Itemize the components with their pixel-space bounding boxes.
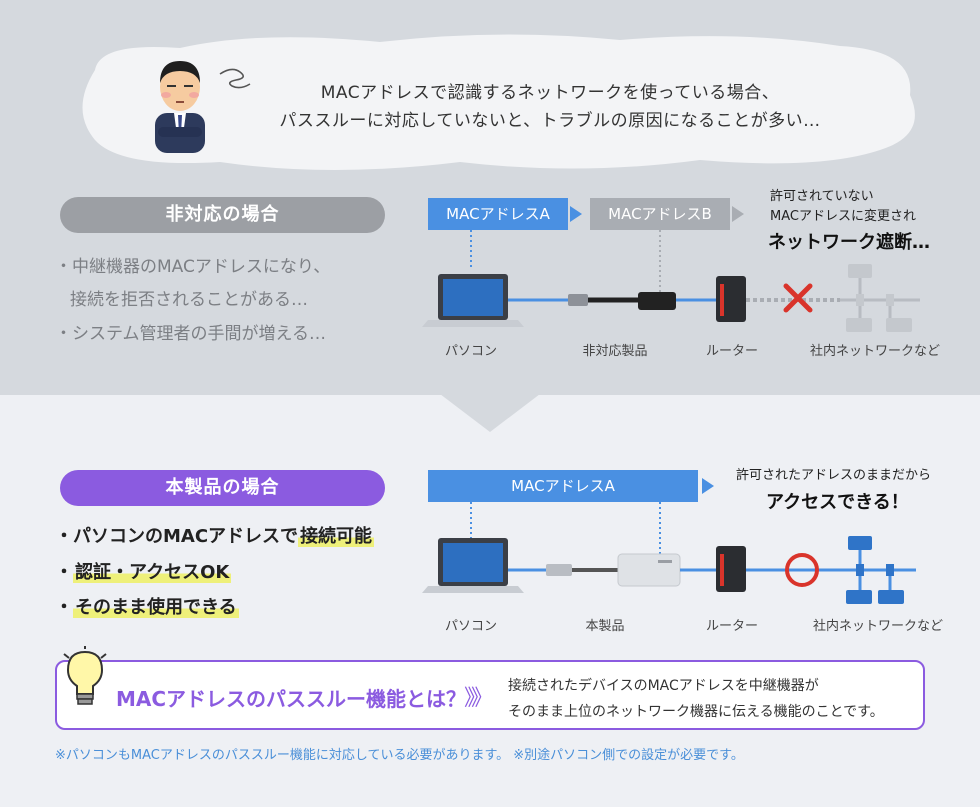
- info-title: MACアドレスのパススルー機能とは？: [116, 687, 467, 711]
- product-mac-arrow-icon: [702, 478, 714, 494]
- transition-arrow: [440, 394, 540, 432]
- product-bullet-1-highlight: 接続可能: [298, 526, 375, 547]
- cross-icon: [783, 283, 813, 313]
- chevrons-icon: 》》: [464, 686, 493, 711]
- access-note-line-1: 許可されたアドレスのままだから: [736, 468, 932, 483]
- label-pc-1: パソコン: [444, 344, 497, 359]
- sigh-squiggle-icon: [219, 68, 251, 89]
- non-supported-bullet-1-cont: 接続を拒否されることがある…: [70, 290, 308, 310]
- product-title: 本製品の場合: [60, 470, 385, 506]
- product-bullet-3: ・そのまま使用できる: [55, 593, 239, 619]
- laptop-icon: [422, 274, 524, 327]
- access-note-emphasis: アクセスできる！: [766, 492, 909, 513]
- info-desc-line-2: そのまま上位のネットワーク機器に伝える機能のことです。: [508, 704, 884, 720]
- laptop-icon: [422, 538, 524, 593]
- label-router-2: ルーター: [705, 619, 758, 634]
- bubble-line-1: MACアドレスで認識するネットワークを使っている場合、: [320, 83, 780, 103]
- label-this-product: 本製品: [585, 619, 625, 634]
- product-bullet-3-text: ・: [55, 597, 73, 618]
- lightbulb-icon: [63, 646, 107, 705]
- footnote: ※パソコンもMACアドレスのパススルー機能に対応している必要があります。 ※別途…: [55, 748, 744, 763]
- mac-address-a-box: MACアドレスA: [428, 198, 568, 230]
- non-supported-network-diagram: [422, 230, 920, 332]
- info-desc-line-1: 接続されたデバイスのMACアドレスを中継機器が: [508, 678, 819, 694]
- mac-arrow-grey-icon: [732, 206, 744, 222]
- label-network-1: 社内ネットワークなど: [809, 344, 940, 359]
- product-bullet-1-text: ・パソコンのMACアドレスで: [55, 526, 299, 547]
- product-bullet-2-highlight: 認証・アクセスOK: [73, 562, 232, 583]
- mac-arrow-icon: [570, 206, 582, 222]
- router-icon: [716, 546, 746, 592]
- ok-circle-icon: [785, 553, 819, 587]
- non-supported-bullet-1: ・中継機器のMACアドレスになり、: [55, 257, 331, 277]
- product-adapter-icon: [617, 553, 681, 587]
- product-bullet-3-highlight: そのまま使用できる: [73, 597, 239, 618]
- non-supported-bullet-2: ・システム管理者の手間が増える…: [55, 324, 326, 344]
- router-icon: [716, 276, 746, 322]
- blocked-note-line-1: 許可されていない: [770, 189, 874, 204]
- troubled-businessman-icon: [155, 61, 205, 153]
- label-network-2: 社内ネットワークなど: [812, 619, 943, 634]
- product-mac-address-box: MACアドレスA: [428, 470, 698, 502]
- mac-address-b-box: MACアドレスB: [590, 198, 730, 230]
- product-bullet-2-text: ・: [55, 562, 73, 583]
- thought-cloud: [82, 34, 915, 170]
- info-box: [55, 660, 925, 730]
- product-bullet-2: ・認証・アクセスOK: [55, 558, 232, 584]
- non-supported-title: 非対応の場合: [60, 197, 385, 233]
- non-supported-adapter-icon: [638, 292, 676, 310]
- product-network-diagram: [422, 502, 916, 604]
- label-non-supported-product: 非対応製品: [582, 344, 648, 359]
- label-router-1: ルーター: [705, 344, 758, 359]
- product-bullet-1: ・パソコンのMACアドレスで接続可能: [55, 522, 375, 548]
- blocked-note-line-2: MACアドレスに変更され: [770, 209, 916, 224]
- label-pc-2: パソコン: [444, 619, 497, 634]
- bubble-line-2: パススルーに対応していないと、トラブルの原因になることが多い…: [279, 111, 821, 131]
- blocked-note-emphasis: ネットワーク遮断…: [768, 232, 930, 253]
